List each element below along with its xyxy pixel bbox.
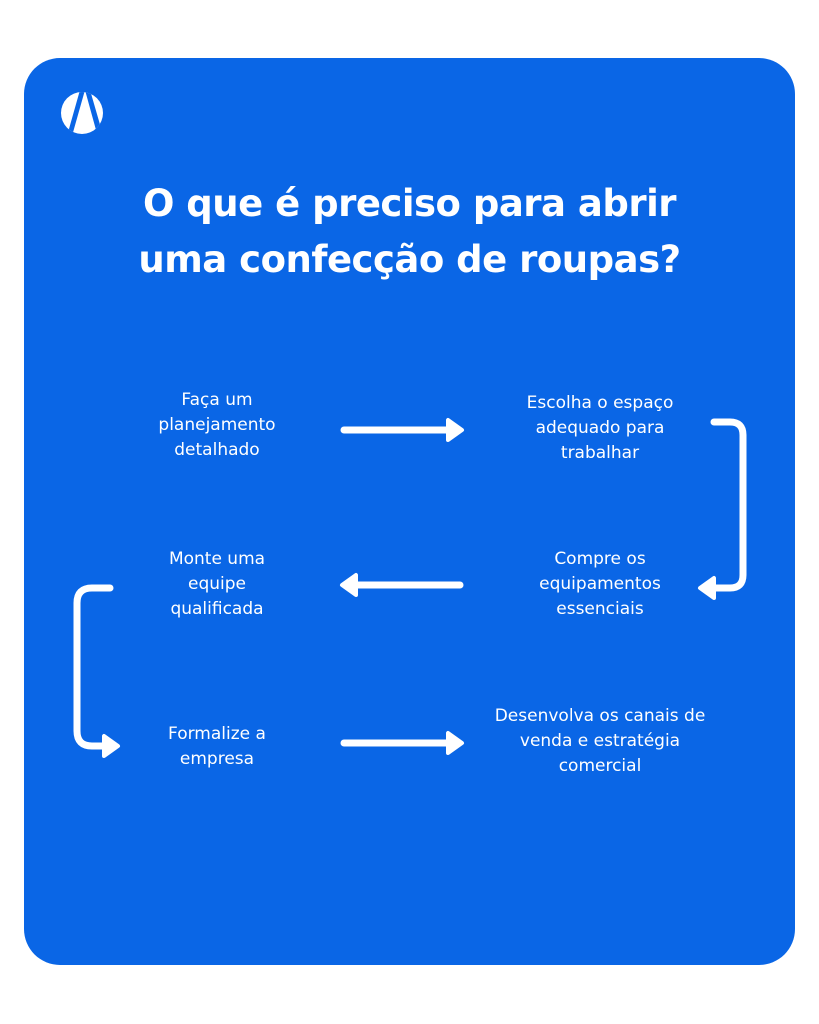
step-plan: Faça um planejamento detalhado	[158, 390, 276, 460]
infographic-card	[24, 58, 795, 965]
arrow-left-icon	[340, 573, 464, 597]
page-title: O que é preciso para abrir uma confecção…	[0, 176, 819, 288]
arrow-right-icon	[340, 418, 464, 442]
title-line-1: O que é preciso para abrir	[142, 182, 677, 225]
step-formalize: Formalize a empresa	[168, 724, 266, 769]
brand-logo-icon	[61, 92, 103, 134]
step-space: Escolha o espaço adequado para trabalhar	[526, 393, 674, 463]
bracket-arrow-down-left-icon	[698, 418, 747, 600]
title-line-2: uma confecção de roupas?	[138, 238, 681, 281]
bracket-arrow-down-right-icon	[73, 584, 120, 758]
step-equipment: Compre os equipamentos essenciais	[539, 549, 661, 619]
step-team: Monte uma equipe qualificada	[168, 549, 266, 619]
step-sales: Desenvolva os canais de venda e estratég…	[494, 706, 706, 776]
arrow-right-icon	[340, 731, 464, 755]
